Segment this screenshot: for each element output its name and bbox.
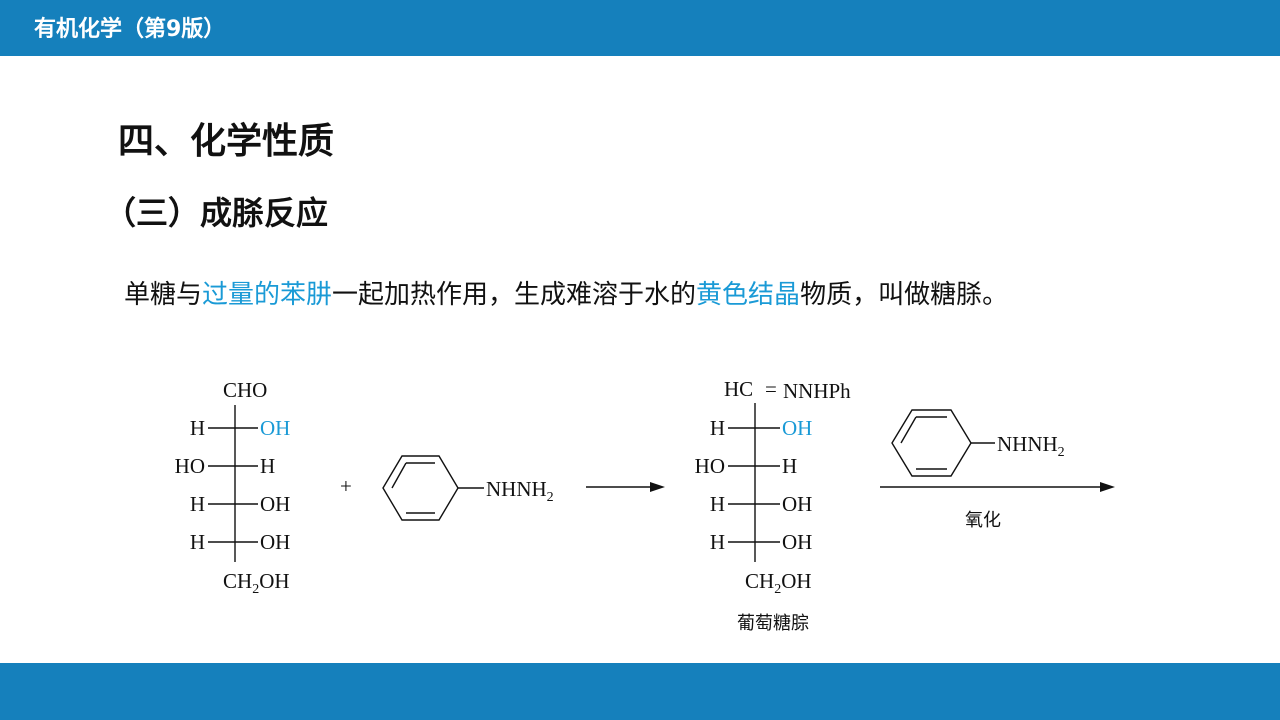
- benzene-double-bond: [391, 462, 407, 489]
- reaction-arrow-2: 氧化: [880, 482, 1115, 531]
- glucose-row4-left: H: [190, 530, 205, 554]
- hydrazone-row4-left: H: [710, 530, 725, 554]
- intro-text: 物质，叫做糖脎。: [800, 280, 1009, 310]
- benzene-double-bond: [900, 416, 917, 444]
- hydrazone-row2-left: HO: [695, 454, 725, 478]
- hydrazone-double-bond: =: [765, 377, 777, 401]
- hydrazine-group-2: NHNH2: [997, 432, 1065, 460]
- phenylhydrazine-structure: NHNH2: [382, 455, 554, 521]
- glucose-row2-right: H: [260, 454, 275, 478]
- glucose-row1-left: H: [190, 416, 205, 440]
- subsection-title: （三）成脎反应: [104, 194, 329, 232]
- hydrazone-row3-right: OH: [782, 492, 812, 516]
- hydrazone-row1-right: OH: [782, 416, 812, 440]
- book-title: 有机化学（第9版）: [34, 17, 226, 42]
- hydrazone-row4-right: OH: [782, 530, 812, 554]
- hydrazone-row1-left: H: [710, 416, 725, 440]
- reaction-arrow-1: [586, 482, 665, 492]
- phenylhydrazone-fischer-projection: HC = NNHPh H OH HO H H OH H OH CH2OH 葡萄糖…: [695, 377, 852, 634]
- glucose-bottom-group: CH2OH: [223, 569, 290, 597]
- glucose-row2-left: HO: [175, 454, 205, 478]
- glucose-top-group: CHO: [223, 378, 267, 402]
- plus-sign: +: [340, 474, 352, 498]
- bottom-bar: [0, 663, 1280, 720]
- glucose-fischer-projection: CHO H OH HO H H OH H OH CH2OH: [175, 378, 291, 597]
- hydrazone-bottom-group: CH2OH: [745, 569, 812, 597]
- top-bar: 有机化学（第9版）: [0, 0, 1280, 56]
- section-title: 四、化学性质: [118, 121, 335, 162]
- glucose-row4-right: OH: [260, 530, 290, 554]
- intro-text: 一起加热作用，生成难溶于水的: [332, 280, 697, 310]
- intro-highlight-phenylhydrazine: 过量的苯肼: [202, 280, 333, 310]
- hydrazone-caption: 葡萄糖腙: [737, 613, 809, 634]
- hydrazone-top-left: HC: [724, 377, 753, 401]
- hydrazone-row2-right: H: [782, 454, 797, 478]
- arrow-head: [650, 482, 665, 492]
- benzene-ring: [382, 455, 459, 521]
- glucose-row3-left: H: [190, 492, 205, 516]
- glucose-row3-right: OH: [260, 492, 290, 516]
- glucose-row1-right: OH: [260, 416, 290, 440]
- intro-paragraph: 单糖与过量的苯肼一起加热作用，生成难溶于水的黄色结晶物质，叫做糖脎。: [124, 274, 1008, 311]
- reaction-diagram: CHO H OH HO H H OH H OH CH2OH + NHNH2 HC…: [175, 377, 1115, 634]
- intro-highlight-yellow-crystal: 黄色结晶: [696, 280, 801, 310]
- hydrazone-top-right: NNHPh: [783, 379, 851, 403]
- phenylhydrazine-structure-2: NHNH2: [891, 409, 1065, 477]
- hydrazine-group: NHNH2: [486, 477, 554, 505]
- intro-text: 单糖与: [124, 280, 203, 310]
- benzene-ring: [891, 409, 972, 477]
- hydrazone-row3-left: H: [710, 492, 725, 516]
- arrow-head: [1100, 482, 1115, 492]
- arrow-2-label: 氧化: [965, 510, 1001, 531]
